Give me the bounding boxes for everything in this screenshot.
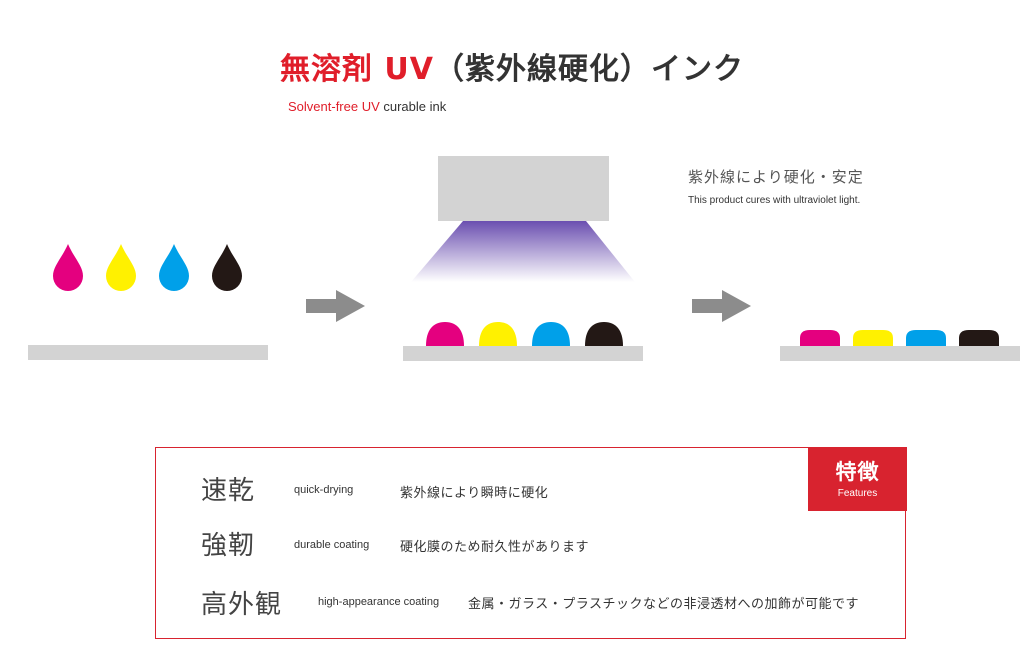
subtitle-rest: curable ink [379, 99, 447, 114]
subtitle-highlight: Solvent-free UV [288, 99, 380, 114]
feature-3-desc: 金属・ガラス・プラスチックなどの非浸透材への加飾が可能です [468, 597, 859, 612]
black-dome-icon [585, 322, 623, 346]
uv-curing-diagram [28, 156, 1020, 361]
black-cured-icon [959, 330, 999, 346]
feature-1-en: quick-drying [294, 484, 354, 496]
substrate-stage-2 [403, 346, 643, 361]
feature-1-desc: 紫外線により瞬時に硬化 [400, 486, 549, 501]
yellow-cured-icon [853, 330, 893, 346]
yellow-droplet-icon [106, 244, 136, 291]
feature-3-en: high-appearance coating [318, 596, 440, 608]
ink-droplets [53, 244, 242, 291]
page-title: 無溶剤 UV（紫外線硬化）インク [0, 44, 1024, 88]
uv-light-beam [411, 221, 635, 282]
arrow-right-icon [692, 290, 751, 322]
features-badge-en: Features [837, 488, 878, 499]
arrow-right-icon [306, 290, 365, 322]
cyan-dome-icon [532, 322, 570, 346]
cyan-droplet-icon [159, 244, 189, 291]
title-rest: （紫外線硬化）インク [434, 52, 745, 87]
cyan-cured-icon [906, 330, 946, 346]
ink-domes [426, 322, 623, 346]
magenta-dome-icon [426, 322, 464, 346]
feature-2-kanji: 強靭 [201, 531, 256, 561]
yellow-dome-icon [479, 322, 517, 346]
page-subtitle: Solvent-free UV curable ink [288, 99, 446, 114]
features-badge-ja: 特徴 [835, 460, 880, 484]
cure-note-en: This product cures with ultraviolet ligh… [688, 195, 861, 206]
feature-1-kanji: 速乾 [201, 476, 256, 506]
features-panel [155, 447, 906, 639]
features-badge: 特徴 Features [808, 447, 907, 511]
feature-2-en: durable coating [294, 539, 370, 551]
substrate-stage-1 [28, 345, 268, 360]
black-droplet-icon [212, 244, 242, 291]
cured-ink-layers [800, 330, 999, 346]
title-highlight: 無溶剤 UV [279, 52, 435, 87]
substrate-stage-3 [780, 346, 1020, 361]
uv-lamp [438, 156, 609, 221]
cure-note-ja: 紫外線により硬化・安定 [688, 168, 864, 186]
magenta-droplet-icon [53, 244, 83, 291]
magenta-cured-icon [800, 330, 840, 346]
feature-2-desc: 硬化膜のため耐久性があります [400, 540, 590, 555]
feature-3-kanji: 高外観 [201, 590, 283, 620]
